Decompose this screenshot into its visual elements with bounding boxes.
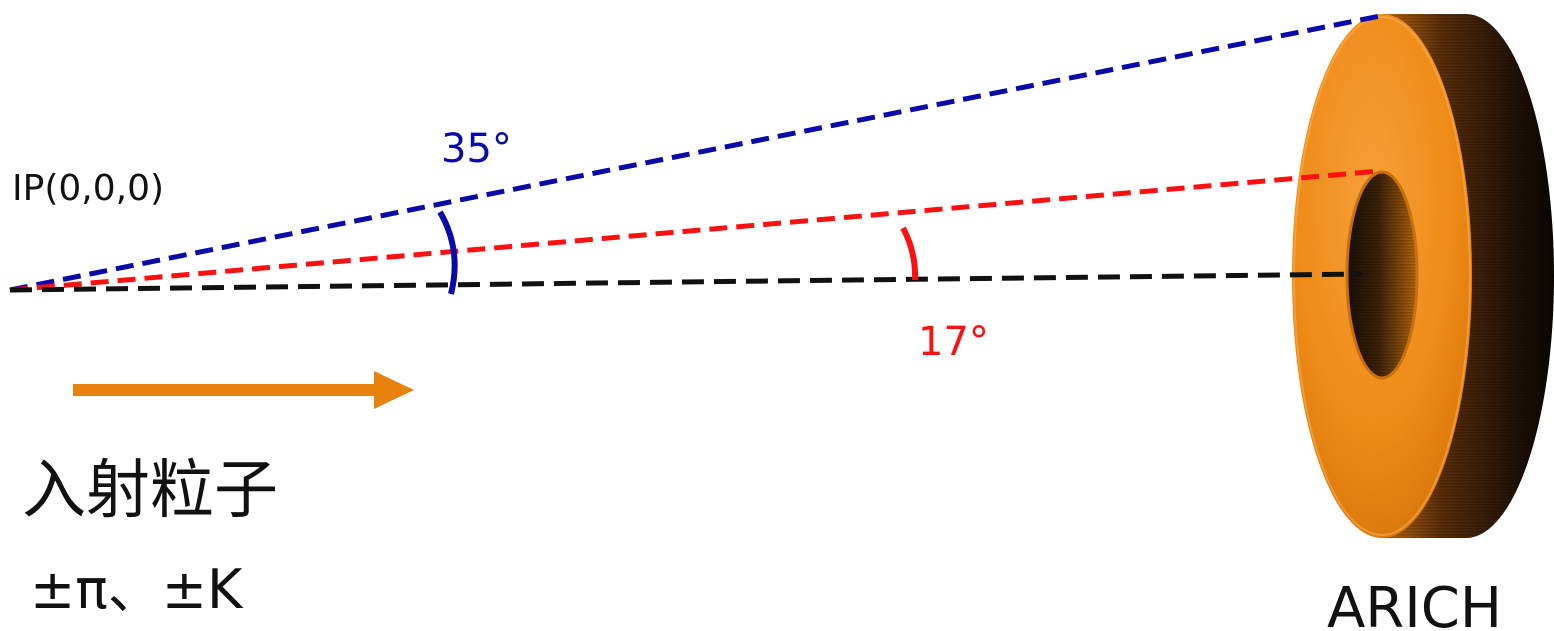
angle-17-label: 17° bbox=[918, 319, 989, 365]
arrow-head bbox=[374, 371, 414, 409]
particle-types: ±π、±K bbox=[30, 558, 244, 621]
outer-acceptance-line bbox=[9, 13, 1381, 293]
angle-35-label: 35° bbox=[441, 126, 512, 172]
beam-axis-line bbox=[9, 271, 1363, 293]
inner-acceptance-line bbox=[9, 168, 1381, 293]
right-arrow-icon bbox=[73, 371, 414, 409]
ip-label: IP(0,0,0) bbox=[12, 168, 164, 209]
angle-arc-35 bbox=[437, 210, 458, 295]
ring-hole-rim bbox=[1345, 170, 1419, 380]
detector-label: ARICH bbox=[1327, 576, 1502, 631]
angle-arc-17 bbox=[900, 226, 919, 281]
ring-detector-icon bbox=[1292, 14, 1554, 538]
arrow-shaft bbox=[73, 384, 378, 396]
particle-title: 入射粒子 bbox=[22, 454, 278, 528]
